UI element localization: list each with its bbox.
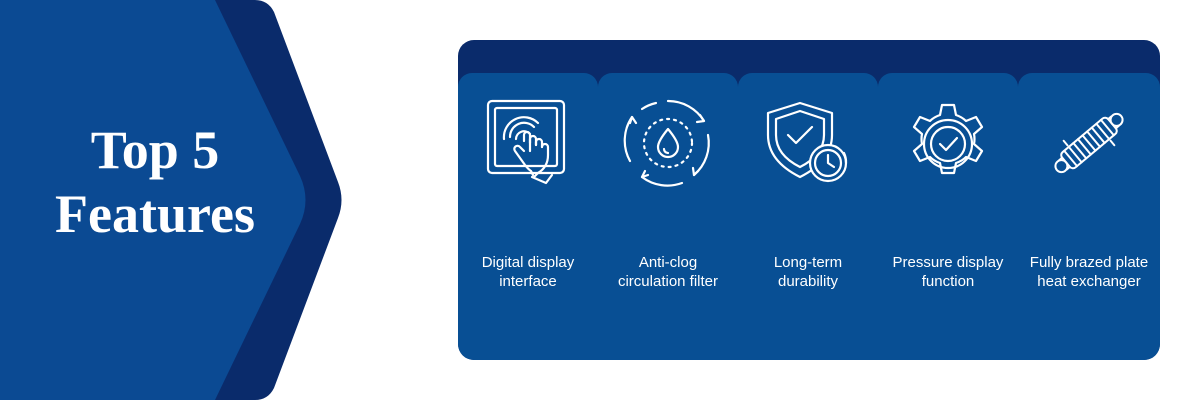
features-panel: Digital display interface Anti-clog circ… (458, 40, 1160, 360)
feature-label: Digital display interface (481, 254, 575, 290)
feature-label: Pressure display function (892, 254, 1004, 290)
feature-label: Fully brazed plate heat exchanger (1029, 254, 1149, 290)
title-line-1: Top 5 (90, 120, 220, 180)
water-drop-cycle-icon (623, 99, 710, 187)
title-chevron (0, 0, 342, 400)
feature-card-pressure: Pressure display function (878, 73, 1018, 360)
feature-label: Anti-clog circulation filter (617, 254, 719, 290)
shield-check-clock-icon (766, 101, 848, 183)
gear-check-icon (912, 103, 984, 175)
heat-exchanger-icon (1054, 112, 1124, 174)
feature-card-digital-display: Digital display interface (458, 73, 598, 360)
touchscreen-hand-icon (486, 99, 566, 185)
feature-card-durability: Long-term durability (738, 73, 878, 360)
feature-label: Long-term durability (773, 254, 843, 290)
feature-card-anti-clog: Anti-clog circulation filter (598, 73, 738, 360)
feature-card-heat-exchanger: Fully brazed plate heat exchanger (1018, 73, 1160, 360)
title-line-2: Features (55, 184, 255, 244)
